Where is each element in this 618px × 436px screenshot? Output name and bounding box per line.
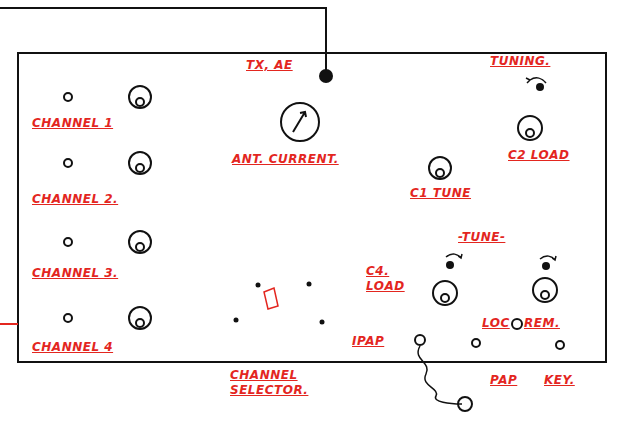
control-label: PAP	[490, 373, 517, 388]
lamp	[64, 159, 72, 167]
tuning-control	[536, 83, 544, 91]
control-label: CHANNEL SELECTOR.	[230, 368, 340, 398]
tune-arrow	[540, 256, 556, 260]
knobs	[129, 86, 557, 329]
control-label: C4. LOAD	[366, 264, 414, 294]
selector-contact	[307, 282, 312, 287]
control-label: CHANNEL 3.	[32, 266, 118, 281]
selector-contact	[234, 318, 239, 323]
side-wire	[0, 323, 18, 325]
key-cord	[418, 346, 462, 404]
control-label: KEY.	[544, 373, 575, 388]
control-label: CHANNEL 4	[32, 340, 113, 355]
jack	[472, 339, 480, 347]
morse-key	[458, 397, 472, 411]
tune-control	[542, 262, 550, 270]
meter-needle	[293, 112, 306, 132]
tune-arrow	[446, 254, 462, 258]
control-label: C2 LOAD	[508, 148, 570, 163]
tuning-arrow	[526, 78, 546, 83]
control-label: TUNING.	[490, 54, 550, 69]
control-label: CHANNEL 1	[32, 116, 113, 131]
control-label: ANT. CURRENT.	[232, 152, 339, 167]
switch-ring	[512, 319, 522, 329]
jack	[556, 341, 564, 349]
lamp	[64, 93, 72, 101]
control-label: CHANNEL 2.	[32, 192, 118, 207]
panel-outline	[18, 53, 606, 362]
lamp	[64, 314, 72, 322]
control-label: TX, AE	[246, 58, 293, 73]
selector-pointer	[264, 288, 278, 309]
jack	[415, 335, 425, 345]
control-label: REM.	[524, 316, 560, 331]
lamp	[64, 238, 72, 246]
selector-contact	[256, 283, 261, 288]
selector-contact	[320, 320, 325, 325]
control-label: IPAP	[352, 334, 384, 349]
control-label: C1 TUNE	[410, 186, 471, 201]
ammeter	[281, 103, 319, 141]
control-label: LOC	[482, 316, 510, 331]
tune-control	[446, 261, 454, 269]
aerial-terminal	[319, 69, 333, 83]
control-label: -TUNE-	[458, 230, 505, 245]
